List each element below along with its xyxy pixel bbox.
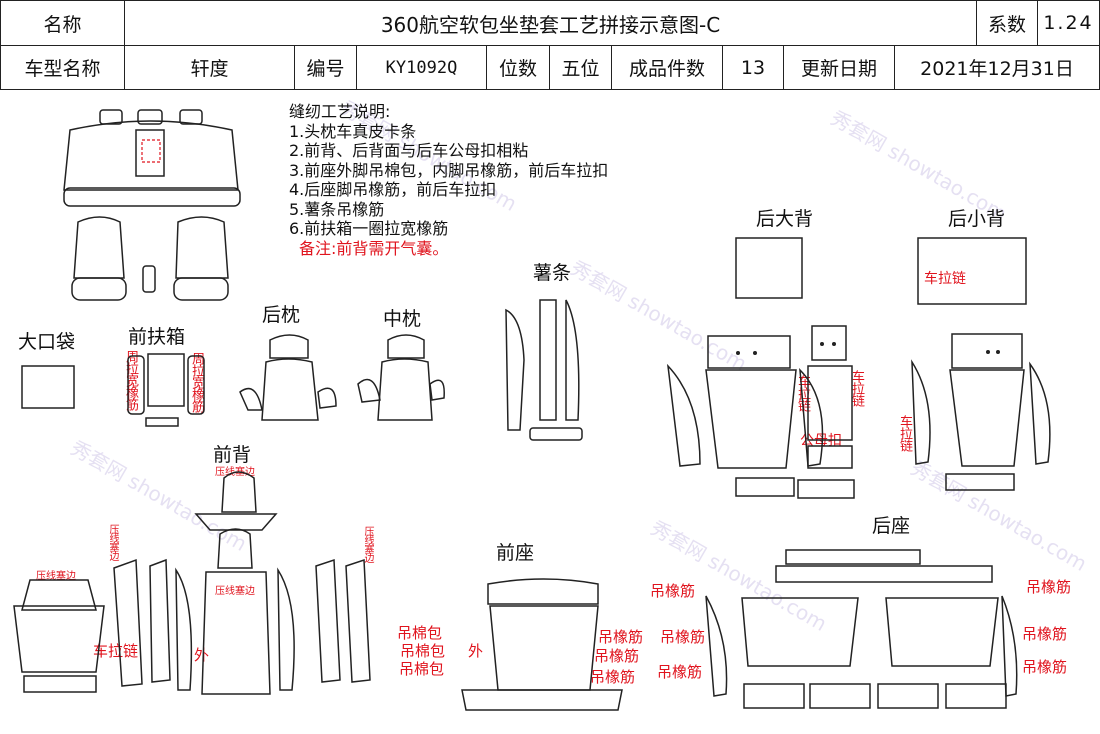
notes-item: 6.前扶箱一圈拉宽橡筋 [289, 219, 449, 238]
rear-pillow-pieces [239, 334, 337, 421]
label-rear-big-back: 后大背 [756, 208, 814, 230]
seat-overview [63, 109, 241, 301]
annotation-zipper: 车拉链 [924, 271, 966, 287]
notes-remark: 备注:前背需开气囊。 [299, 238, 449, 258]
label-rear-seat: 后座 [872, 515, 911, 537]
annotation-hang-elastic: 吊橡筋 [590, 668, 636, 686]
annotation-elastic: 周拉宽橡筋 [189, 352, 204, 412]
label-rear-small-back: 后小背 [948, 208, 1006, 230]
label-rear-pillow: 后枕 [262, 304, 301, 326]
label-front-armrest: 前扶箱 [128, 326, 186, 348]
notes-item: 1.头枕车真皮卡条 [289, 121, 417, 141]
notes-heading: 缝纫工艺说明: [289, 102, 391, 121]
annotation-hang-elastic: 吊橡筋 [598, 628, 644, 646]
seats-value: 五位 [549, 45, 612, 90]
label-big-pocket: 大口袋 [18, 331, 76, 353]
seats-label: 位数 [486, 45, 550, 90]
label-chips: 薯条 [533, 262, 572, 284]
coef-label: 系数 [976, 0, 1038, 46]
front-seat-pieces [461, 578, 623, 711]
annotation-press-line: 压线塞边 [36, 571, 76, 582]
update-value: 2021年12月31日 [894, 45, 1100, 90]
rear-small-back-pieces [911, 237, 1051, 491]
annotation-hang-cotton: 吊棉包 [399, 660, 445, 678]
annotation-buckle: 公母扣 [800, 433, 842, 449]
name-label: 名称 [0, 0, 125, 46]
annotation-elastic: 周拉宽橡筋 [123, 350, 138, 410]
label-mid-pillow: 中枕 [383, 308, 422, 330]
annotation-hang-cotton: 吊棉包 [397, 624, 443, 642]
notes-item: 2.前背、后背面与后车公母扣相粘 [289, 141, 529, 160]
armrest-pieces [127, 353, 205, 427]
chips-pieces [505, 299, 583, 441]
annotation-hang-elastic: 吊橡筋 [657, 663, 703, 681]
annotation-zipper-vertical: 车拉链 [897, 415, 912, 451]
rear-seat-pieces [705, 549, 1018, 709]
front-back-pieces [13, 471, 371, 695]
notes-item: 3.前座外脚吊棉包，内脚吊橡筋，前后车拉扣 [289, 160, 609, 180]
annotation-hang-elastic: 吊橡筋 [1026, 578, 1072, 596]
annotation-outer: 外 [194, 646, 210, 664]
label-front-back: 前背 [213, 444, 252, 466]
mid-pillow-pieces [357, 334, 445, 421]
pieces-label: 成品件数 [611, 45, 723, 90]
pieces-value: 13 [722, 45, 784, 90]
car-model-value: 轩度 [124, 45, 295, 90]
annotation-hang-cotton: 吊棉包 [400, 642, 446, 660]
annotation-hang-elastic: 吊橡筋 [1022, 658, 1068, 676]
annotation-press-line: 压线塞边 [215, 586, 255, 597]
label-front-seat: 前座 [496, 542, 535, 564]
annotation-hang-elastic: 吊橡筋 [594, 647, 640, 665]
annotation-press-line: 压线塞边 [362, 526, 373, 562]
annotation-zipper: 车拉链 [93, 642, 139, 660]
annotation-outer: 外 [468, 642, 484, 660]
annotation-press-line: 压线塞边 [107, 524, 118, 560]
annotation-hang-elastic: 吊橡筋 [660, 628, 706, 646]
rear-big-back-pieces [666, 237, 855, 499]
notes-item: 5.薯条吊橡筋 [289, 199, 385, 219]
annotation-hang-elastic: 吊橡筋 [1022, 625, 1068, 643]
notes-item: 4.后座脚吊橡筋，前后车拉扣 [289, 180, 497, 199]
sewing-notes: 缝纫工艺说明: 1.头枕车真皮卡条 2.前背、后背面与后车公母扣相粘 3.前座外… [289, 102, 608, 258]
pocket-piece [21, 365, 75, 409]
annotation-hang-elastic: 吊橡筋 [650, 582, 696, 600]
